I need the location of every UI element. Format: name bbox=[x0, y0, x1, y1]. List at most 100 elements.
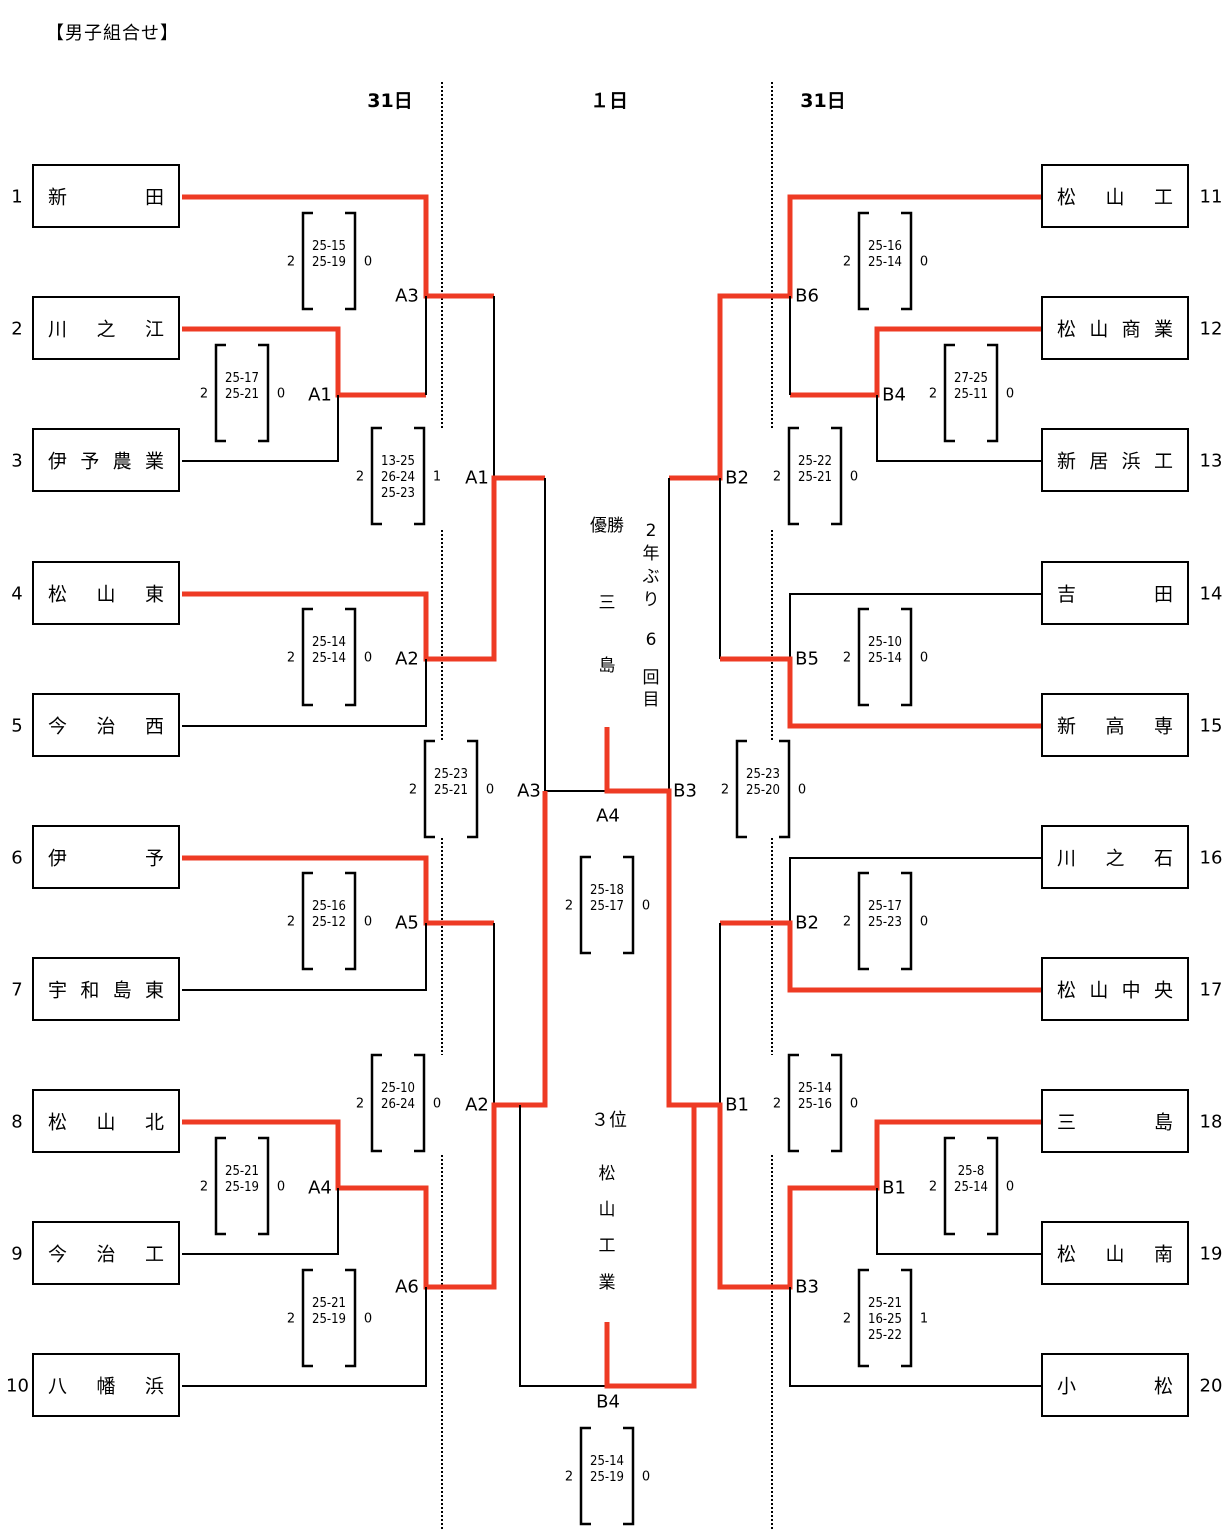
team-name-char: 工 bbox=[1153, 186, 1173, 209]
score-bracket-left bbox=[857, 871, 869, 971]
team-box[interactable]: 松山中央 bbox=[1041, 957, 1189, 1021]
sets-lost: 0 bbox=[363, 254, 373, 270]
seed-number: 2 bbox=[11, 318, 23, 340]
champion-note-char: り bbox=[642, 590, 660, 610]
team-box[interactable]: 今治西 bbox=[32, 693, 180, 757]
day-label-center: １日 bbox=[589, 90, 629, 112]
champion-note-char: ぶ bbox=[642, 567, 660, 587]
team-name-char: 松 bbox=[48, 583, 68, 606]
sets-won: 2 bbox=[286, 1311, 296, 1327]
team-box[interactable]: 伊予農業 bbox=[32, 428, 180, 492]
match-label: A6 bbox=[395, 1276, 419, 1298]
score-bracket-left bbox=[579, 1426, 591, 1526]
team-box[interactable]: 松山北 bbox=[32, 1089, 180, 1153]
sets-won: 2 bbox=[928, 386, 938, 402]
sets-lost: 0 bbox=[849, 469, 859, 485]
team-box[interactable]: 松山東 bbox=[32, 561, 180, 625]
sets-won: 2 bbox=[720, 782, 730, 798]
champion-note-char: 6 bbox=[645, 630, 657, 650]
set-score: 25-16 bbox=[798, 1097, 832, 1112]
score-bracket-left bbox=[857, 211, 869, 311]
bracket-line bbox=[789, 593, 1041, 659]
team-name-char: 伊 bbox=[48, 847, 68, 870]
team-name-char: 松 bbox=[1057, 186, 1077, 209]
seed-number: 5 bbox=[11, 715, 23, 737]
team-box[interactable]: 川之江 bbox=[32, 296, 180, 360]
match-label: B4 bbox=[596, 1391, 620, 1413]
match-label: A3 bbox=[395, 285, 419, 307]
team-box[interactable]: 八幡浜 bbox=[32, 1353, 180, 1417]
team-name-char: 松 bbox=[1057, 318, 1077, 341]
sets-won: 2 bbox=[842, 254, 852, 270]
team-box[interactable]: 川之石 bbox=[1041, 825, 1189, 889]
third-place-heading: ３位 bbox=[591, 1110, 627, 1131]
score-bracket-right bbox=[901, 871, 913, 971]
team-box[interactable]: 吉田 bbox=[1041, 561, 1189, 625]
team-name-char: 山 bbox=[1089, 979, 1109, 1002]
team-name-char: 小 bbox=[1057, 1375, 1077, 1398]
team-name: 松山工 bbox=[1057, 183, 1173, 210]
score-bracket-left bbox=[370, 1053, 382, 1153]
team-box[interactable]: 新高専 bbox=[1041, 693, 1189, 757]
team-box[interactable]: 松山南 bbox=[1041, 1221, 1189, 1285]
champion-note-char: 2 bbox=[645, 521, 657, 541]
team-name: 松山北 bbox=[48, 1108, 164, 1135]
set-score: 27-25 bbox=[954, 371, 988, 386]
score-bracket-right bbox=[901, 1268, 913, 1368]
team-box[interactable]: 小松 bbox=[1041, 1353, 1189, 1417]
team-box[interactable]: 今治工 bbox=[32, 1221, 180, 1285]
set-score: 26-24 bbox=[381, 470, 415, 485]
team-name-char: 石 bbox=[1153, 847, 1173, 870]
team-name-char: 山 bbox=[1105, 186, 1125, 209]
team-name: 新田 bbox=[48, 183, 164, 210]
team-box[interactable]: 松山商業 bbox=[1041, 296, 1189, 360]
match-label: A4 bbox=[596, 805, 620, 827]
sets-won: 2 bbox=[355, 1096, 365, 1112]
team-name: 新高専 bbox=[1057, 712, 1173, 739]
champion-name-2: 島 bbox=[598, 656, 616, 676]
score-bracket-left bbox=[370, 426, 382, 526]
sets-lost: 0 bbox=[432, 1096, 442, 1112]
third-place-name-1: 松 bbox=[598, 1164, 616, 1184]
team-box[interactable]: 新居浜工 bbox=[1041, 428, 1189, 492]
team-name-char: 江 bbox=[144, 318, 164, 341]
score-bracket-left bbox=[301, 607, 313, 707]
match-label: A3 bbox=[517, 780, 541, 802]
set-score: 25-22 bbox=[798, 454, 832, 469]
score-bracket-right bbox=[345, 211, 357, 311]
score-bracket-left bbox=[787, 1053, 799, 1153]
team-box[interactable]: 三島 bbox=[1041, 1089, 1189, 1153]
sets-lost: 0 bbox=[485, 782, 495, 798]
score-bracket-left bbox=[857, 1268, 869, 1368]
champion-note-char: 目 bbox=[642, 690, 660, 710]
match-label: A5 bbox=[395, 912, 419, 934]
team-name-char: 浜 bbox=[144, 1375, 164, 1398]
team-box[interactable]: 宇和島東 bbox=[32, 957, 180, 1021]
team-name-char: 専 bbox=[1153, 715, 1173, 738]
match-label: B2 bbox=[795, 912, 819, 934]
sets-won: 2 bbox=[286, 650, 296, 666]
team-box[interactable]: 松山工 bbox=[1041, 164, 1189, 228]
sets-lost: 0 bbox=[1005, 1179, 1015, 1195]
sets-won: 2 bbox=[355, 469, 365, 485]
set-score: 25-14 bbox=[590, 1454, 624, 1469]
score-bracket-left bbox=[579, 855, 591, 955]
champion-heading: 優勝 bbox=[590, 516, 624, 536]
score-bracket-left bbox=[857, 607, 869, 707]
day-label-left: 31日 bbox=[367, 90, 413, 112]
bracket-line bbox=[182, 1188, 339, 1255]
team-box[interactable]: 新田 bbox=[32, 164, 180, 228]
match-label: B1 bbox=[725, 1094, 749, 1116]
team-box[interactable]: 伊予 bbox=[32, 825, 180, 889]
team-name-char: 業 bbox=[1153, 318, 1173, 341]
team-name-char: 治 bbox=[96, 1243, 116, 1266]
seed-number: 6 bbox=[11, 847, 23, 869]
